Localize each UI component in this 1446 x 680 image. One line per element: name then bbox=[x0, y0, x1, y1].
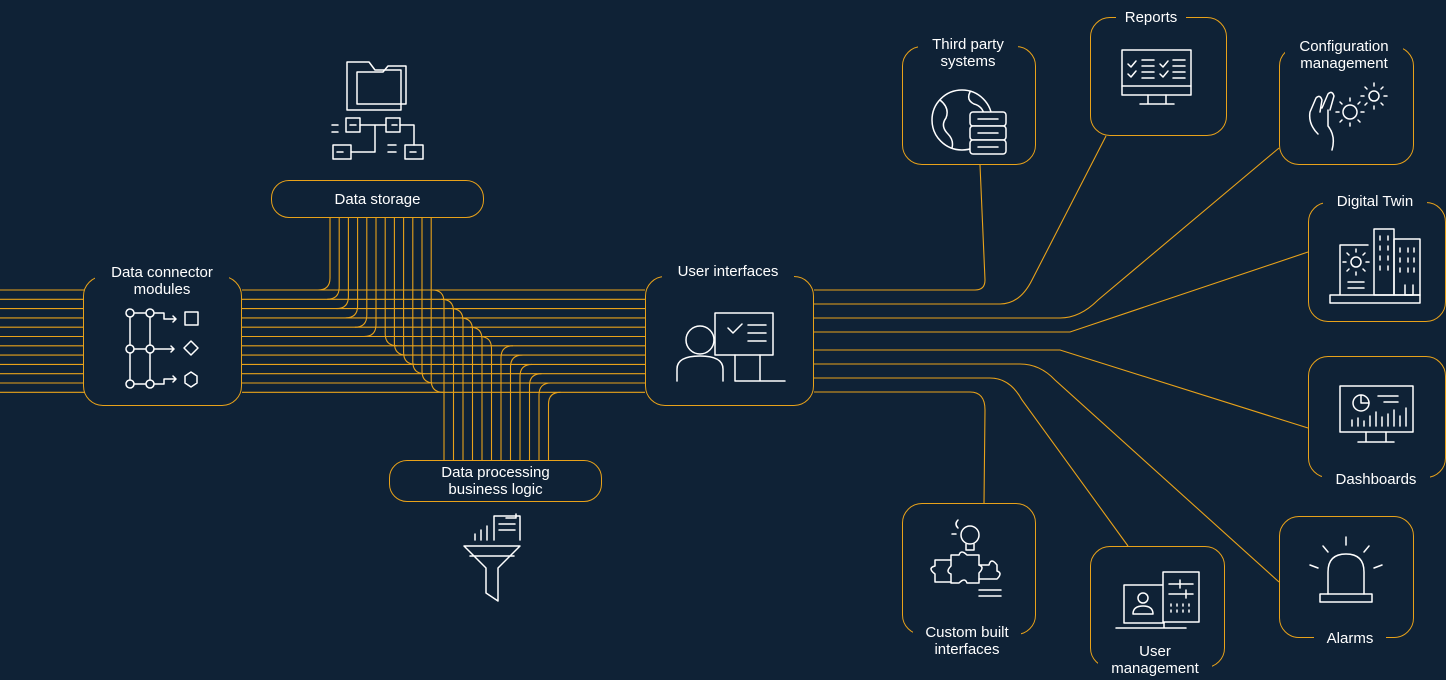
funnel-chart-icon bbox=[463, 513, 521, 602]
data-processing-pill: Data processing business logic bbox=[389, 460, 602, 502]
monitor-charts-icon bbox=[1339, 385, 1414, 443]
user-profile-settings-icon bbox=[1115, 571, 1200, 629]
dashboards-label: Dashboards bbox=[1322, 471, 1430, 488]
alarms-label: Alarms bbox=[1314, 630, 1386, 647]
hand-gears-icon bbox=[1308, 82, 1388, 151]
user-interfaces-box bbox=[645, 276, 814, 406]
siren-icon bbox=[1309, 536, 1383, 603]
user-management-label: User management bbox=[1098, 643, 1212, 677]
laptop-building-icon bbox=[1329, 228, 1421, 304]
third-party-label: Third party systems bbox=[918, 36, 1018, 70]
custom-built-label: Custom built interfaces bbox=[913, 624, 1021, 658]
user-at-screen-icon bbox=[676, 312, 786, 382]
monitor-checklist-icon bbox=[1121, 49, 1192, 105]
data-storage-pill: Data storage bbox=[271, 180, 484, 218]
data-connector-label: Data connector modules bbox=[95, 264, 229, 298]
reports-label: Reports bbox=[1116, 9, 1186, 26]
node-tree-shapes-icon bbox=[125, 308, 199, 389]
digital-twin-label: Digital Twin bbox=[1323, 193, 1427, 210]
globe-server-icon bbox=[931, 89, 1007, 155]
configuration-label: Configuration management bbox=[1285, 38, 1403, 72]
puzzle-lightbulb-icon bbox=[930, 519, 1002, 597]
user-interfaces-label: User interfaces bbox=[662, 263, 794, 280]
folder-hierarchy-icon bbox=[331, 61, 424, 160]
